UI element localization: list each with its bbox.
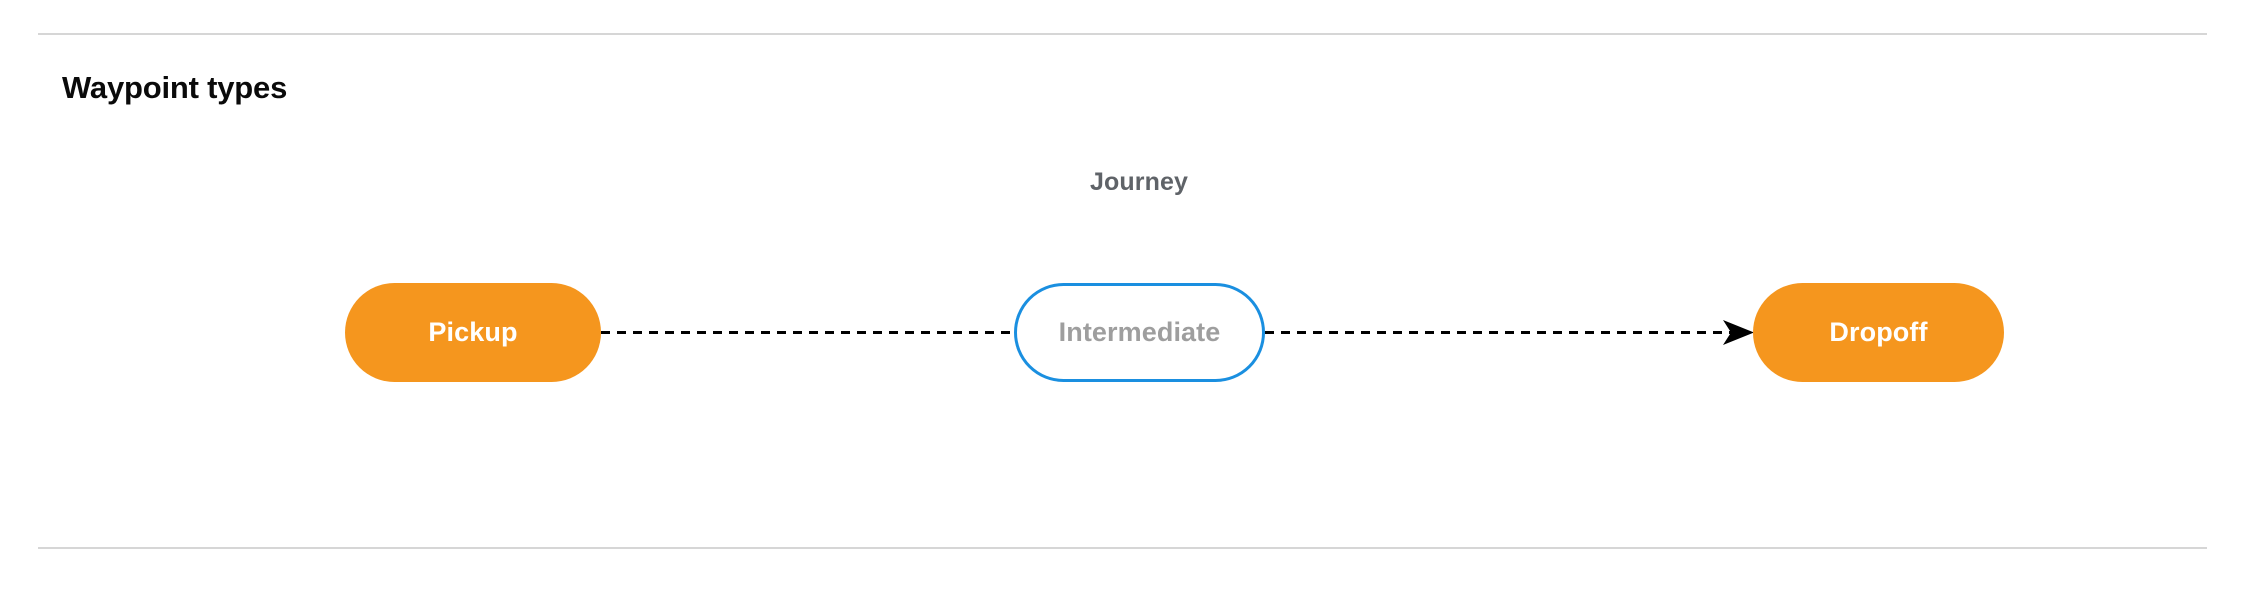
page-title: Waypoint types: [62, 70, 288, 105]
top-divider: [38, 33, 2207, 35]
node-pickup[interactable]: Pickup: [345, 283, 601, 382]
arrowhead-icon: [1723, 320, 1754, 345]
node-dropoff-label: Dropoff: [1829, 317, 1928, 347]
node-dropoff[interactable]: Dropoff: [1753, 283, 2004, 382]
edge-intermediate-to-dropoff: [1265, 320, 1754, 345]
journey-group-label: Journey: [1090, 168, 1188, 196]
node-pickup-label: Pickup: [428, 317, 518, 347]
edge-pickup-to-intermediate: [601, 331, 1015, 334]
bottom-divider: [38, 547, 2207, 549]
node-intermediate[interactable]: Intermediate: [1014, 283, 1265, 382]
node-intermediate-label: Intermediate: [1058, 317, 1221, 347]
